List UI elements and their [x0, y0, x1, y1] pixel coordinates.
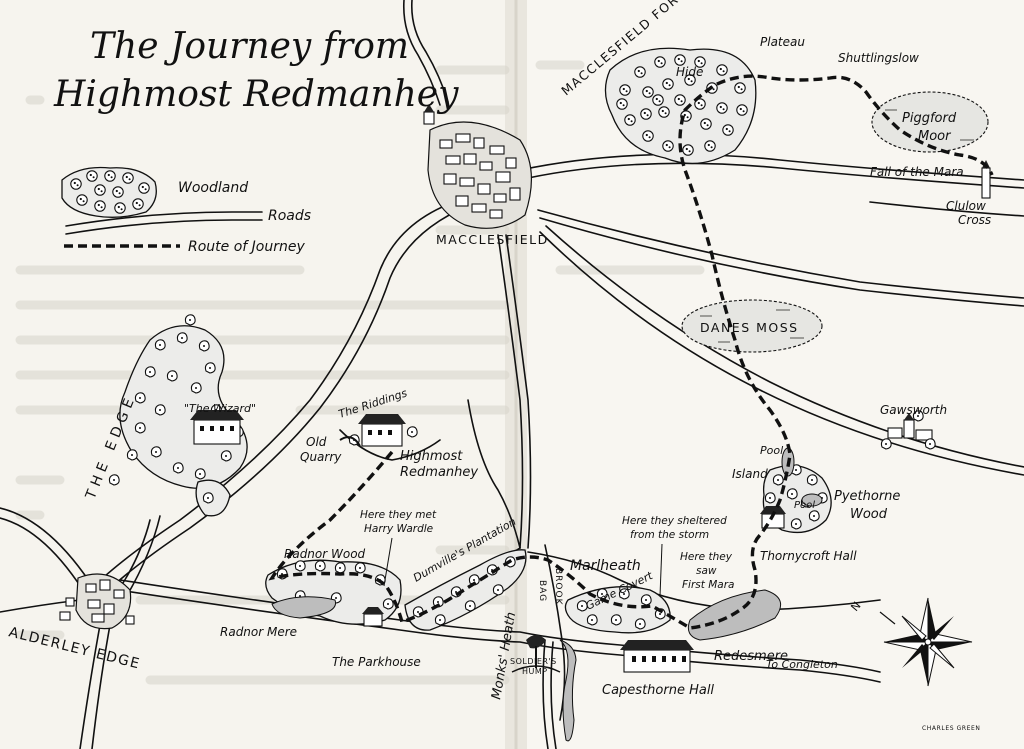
note-mara-line-1: Here they [680, 551, 733, 563]
note-harry-line-1: Here they met [360, 509, 437, 521]
label-pool-small: Pool [794, 500, 815, 511]
macclesfield-forest [604, 47, 757, 164]
label-highmost: Highmost [400, 449, 463, 464]
legend-roads-label: Roads [268, 208, 311, 224]
journey-route [268, 74, 994, 630]
macclesfield-town [423, 104, 533, 229]
capesthorne-hall-building [620, 640, 694, 673]
label-gawsworth: Gawsworth [880, 403, 947, 417]
label-soldiers: SOLDIER'S [510, 657, 557, 666]
label-plateau: Plateau [760, 35, 805, 49]
note-mara-line-3: First Mara [682, 579, 734, 591]
legend: Woodland Roads Route of Journey [61, 166, 311, 255]
game-covert [564, 586, 671, 634]
alderley-edge-town [59, 573, 135, 630]
label-macclesfield: MACCLESFIELD [436, 232, 549, 247]
label-clulow: Clulow [946, 199, 986, 213]
label-shuttlingslow: Shuttlingslow [838, 51, 919, 65]
label-piggford: Piggford [902, 111, 957, 126]
the-edge-woodland [108, 314, 248, 517]
label-pyethorne: Pyethorne [834, 489, 900, 504]
label-pool-top: Pool [760, 444, 783, 457]
label-hump: HUMP [522, 667, 548, 676]
label-brook: BROOK [553, 568, 563, 606]
label-the-parkhouse: The Parkhouse [332, 655, 421, 669]
soldiers-hump-tree [511, 635, 561, 673]
the-parkhouse-building [362, 607, 384, 627]
label-capesthorne-hall: Capesthorne Hall [602, 683, 714, 698]
label-the-wizard: "The Wizard" [184, 402, 256, 415]
label-radnor-mere: Radnor Mere [220, 625, 297, 639]
label-redmanhey: Redmanhey [400, 465, 478, 480]
label-redesmere: Redesmere [714, 649, 788, 664]
note-harry-line-2: Harry Wardle [364, 523, 433, 535]
gawsworth-village [880, 410, 936, 450]
legend-route-label: Route of Journey [188, 239, 305, 255]
label-danes-moss: DANES MOSS [700, 320, 799, 335]
woodland-icon [61, 166, 157, 218]
label-moor: Moor [918, 129, 952, 144]
note-sheltered-pointer [659, 543, 663, 597]
label-pyethorne-wood: Wood [850, 507, 888, 522]
label-hide: Hide [676, 65, 703, 79]
legend-road-symbol [65, 211, 263, 235]
note-sheltered-line-1: Here they sheltered [622, 515, 727, 527]
label-quarry: Quarry [300, 450, 342, 464]
label-thornycroft-hall: Thornycroft Hall [760, 549, 857, 563]
note-sheltered-line-2: from the storm [630, 529, 709, 541]
note-harry-pointer [383, 537, 393, 587]
old-quarry-mark [339, 436, 361, 447]
piggford-moor [871, 91, 989, 153]
the-riddings-house [348, 414, 418, 447]
label-marlheath: Marlheath [570, 558, 641, 574]
note-mara-line-2: saw [696, 565, 717, 577]
the-wizard-inn [190, 410, 244, 445]
label-fall-of-the-mara: Fall of the Mara [870, 165, 964, 179]
label-old: Old [306, 435, 327, 449]
map-title-line-2: Highmost Redmanhey [53, 74, 459, 115]
legend-woodland-label: Woodland [178, 180, 248, 196]
compass-rose-icon [883, 597, 973, 687]
artist-credit: CHARLES GREEN [922, 725, 981, 732]
label-to-congleton: To Congleton [766, 658, 838, 671]
label-island: Island [732, 467, 768, 481]
map-title-line-1: The Journey from [90, 26, 409, 67]
label-bag: BAG [537, 580, 547, 602]
label-cross: Cross [958, 213, 991, 227]
danes-moss [681, 299, 823, 353]
label-radnor-wood: Radnor Wood [284, 547, 366, 561]
